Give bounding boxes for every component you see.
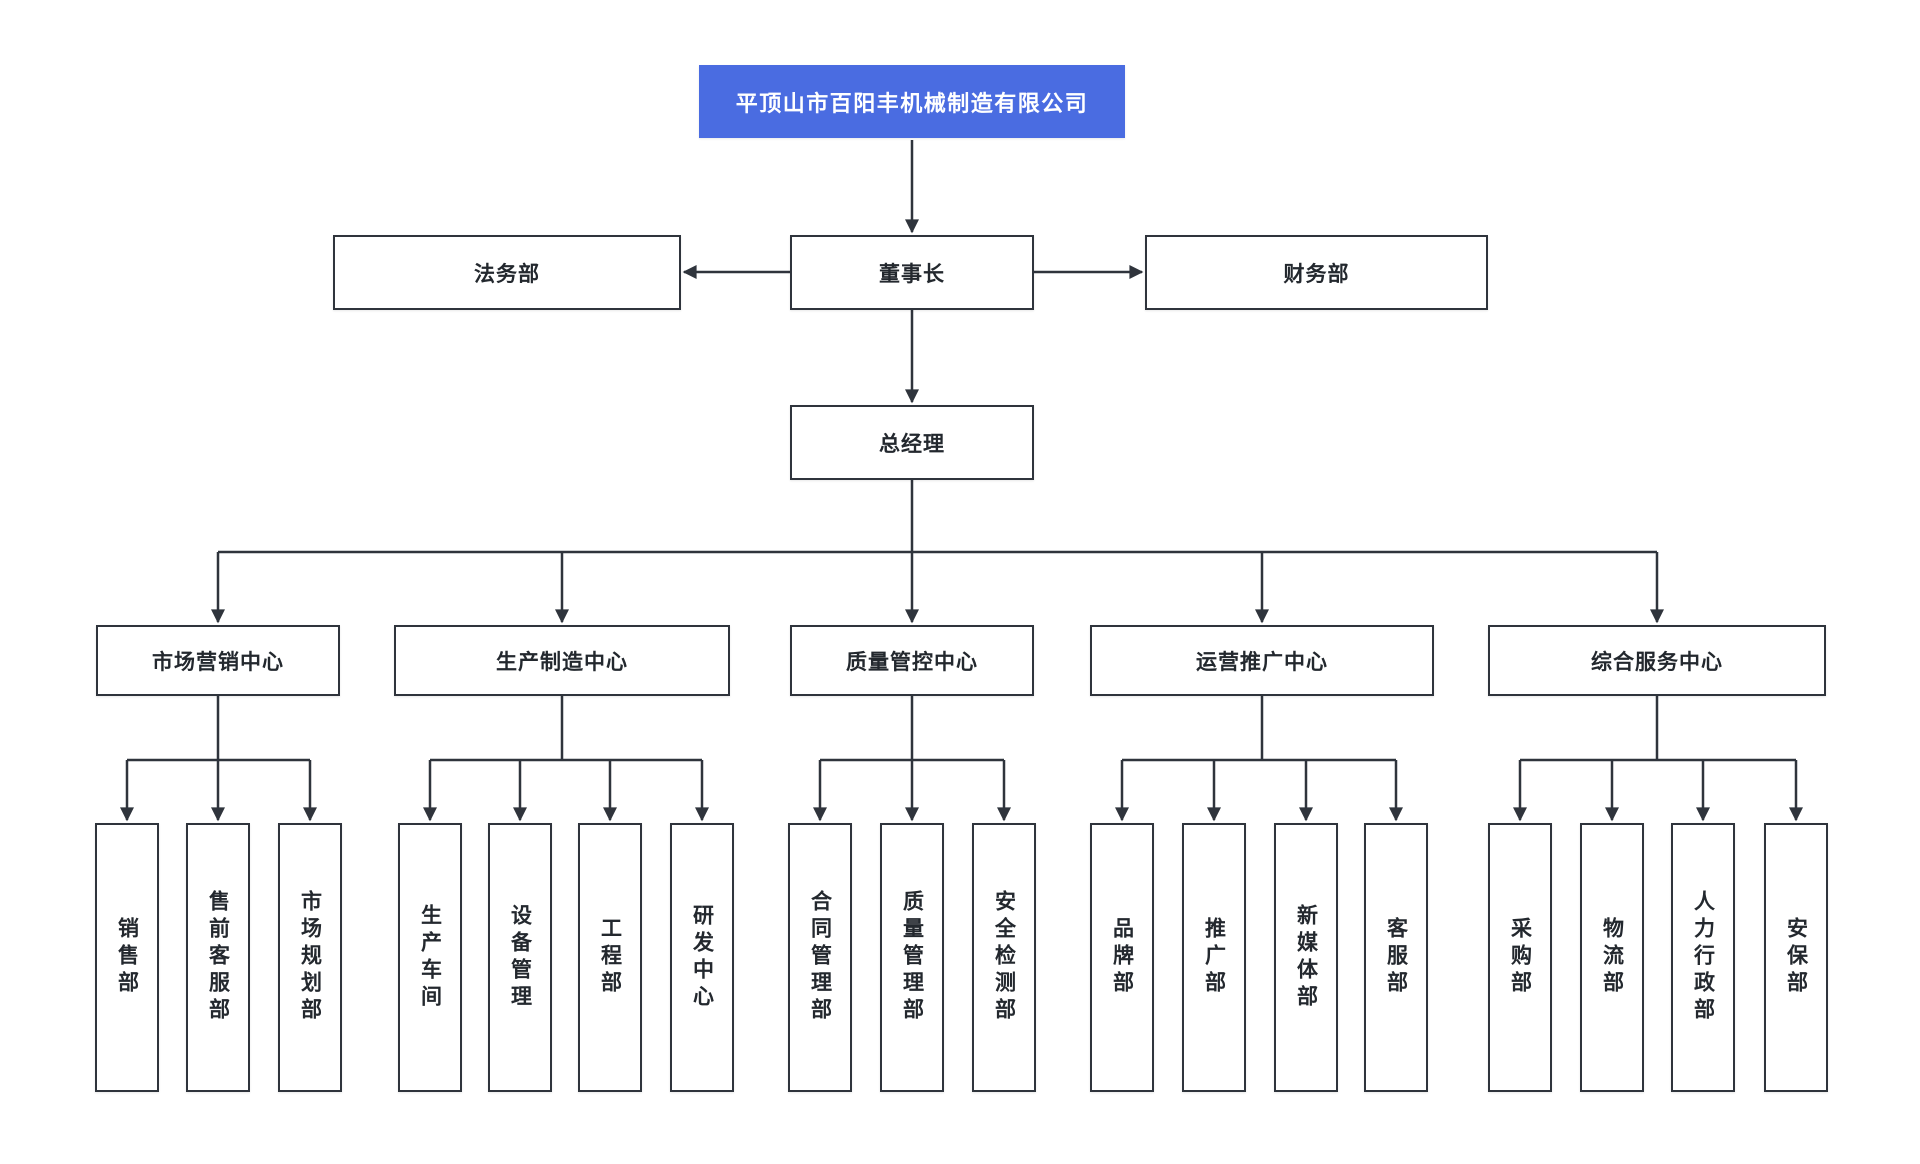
node-production-center: 生产制造中心 <box>394 625 730 696</box>
node-finance-dept: 财务部 <box>1145 235 1488 310</box>
node-safety-inspection-dept: 安全检测部 <box>972 823 1036 1092</box>
node-label: 设备管理 <box>508 903 532 1012</box>
node-hr-admin-dept: 人力行政部 <box>1671 823 1735 1092</box>
node-company: 平顶山市百阳丰机械制造有限公司 <box>699 65 1125 138</box>
node-operations-center: 运营推广中心 <box>1090 625 1434 696</box>
node-new-media-dept: 新媒体部 <box>1274 823 1338 1092</box>
node-legal-dept: 法务部 <box>333 235 681 310</box>
node-label: 生产制造中心 <box>496 650 628 674</box>
node-label: 人力行政部 <box>1691 890 1715 1025</box>
node-label: 合同管理部 <box>808 890 832 1025</box>
node-label: 物流部 <box>1600 917 1624 998</box>
node-general-manager: 总经理 <box>790 405 1034 480</box>
node-rd-center: 研发中心 <box>670 823 734 1092</box>
node-engineering-dept: 工程部 <box>578 823 642 1092</box>
node-label: 研发中心 <box>690 903 714 1012</box>
node-chairman: 董事长 <box>790 235 1034 310</box>
node-equipment-management: 设备管理 <box>488 823 552 1092</box>
node-label: 董事长 <box>879 262 945 286</box>
node-label: 运营推广中心 <box>1196 650 1328 674</box>
node-logistics-dept: 物流部 <box>1580 823 1644 1092</box>
node-production-workshop: 生产车间 <box>398 823 462 1092</box>
node-label: 财务部 <box>1283 262 1350 286</box>
node-label: 市场规划部 <box>298 890 322 1025</box>
node-promotion-dept: 推广部 <box>1182 823 1246 1092</box>
node-label: 工程部 <box>598 917 622 998</box>
node-label: 生产车间 <box>418 903 442 1012</box>
node-label: 新媒体部 <box>1294 903 1318 1012</box>
node-label: 采购部 <box>1508 917 1532 998</box>
node-label: 品牌部 <box>1110 917 1134 998</box>
node-label: 市场营销中心 <box>152 650 284 674</box>
node-label: 安保部 <box>1784 917 1808 998</box>
node-quality-management-dept: 质量管理部 <box>880 823 944 1092</box>
node-procurement-dept: 采购部 <box>1488 823 1552 1092</box>
node-presales-service-dept: 售前客服部 <box>186 823 250 1092</box>
node-label: 推广部 <box>1202 917 1226 998</box>
node-market-planning-dept: 市场规划部 <box>278 823 342 1092</box>
node-label: 售前客服部 <box>206 890 230 1025</box>
node-brand-dept: 品牌部 <box>1090 823 1154 1092</box>
node-contract-management-dept: 合同管理部 <box>788 823 852 1092</box>
node-customer-service-dept: 客服部 <box>1364 823 1428 1092</box>
node-label: 平顶山市百阳丰机械制造有限公司 <box>735 90 1089 116</box>
node-label: 质量管理部 <box>900 890 924 1025</box>
node-sales-dept: 销售部 <box>95 823 159 1092</box>
node-label: 综合服务中心 <box>1591 650 1723 674</box>
node-label: 销售部 <box>115 917 139 998</box>
node-label: 安全检测部 <box>992 890 1016 1025</box>
node-marketing-center: 市场营销中心 <box>96 625 340 696</box>
node-label: 总经理 <box>879 432 945 456</box>
node-label: 客服部 <box>1384 917 1408 998</box>
node-services-center: 综合服务中心 <box>1488 625 1826 696</box>
node-quality-center: 质量管控中心 <box>790 625 1034 696</box>
node-label: 质量管控中心 <box>846 650 978 674</box>
node-label: 法务部 <box>474 262 540 286</box>
node-security-dept: 安保部 <box>1764 823 1828 1092</box>
